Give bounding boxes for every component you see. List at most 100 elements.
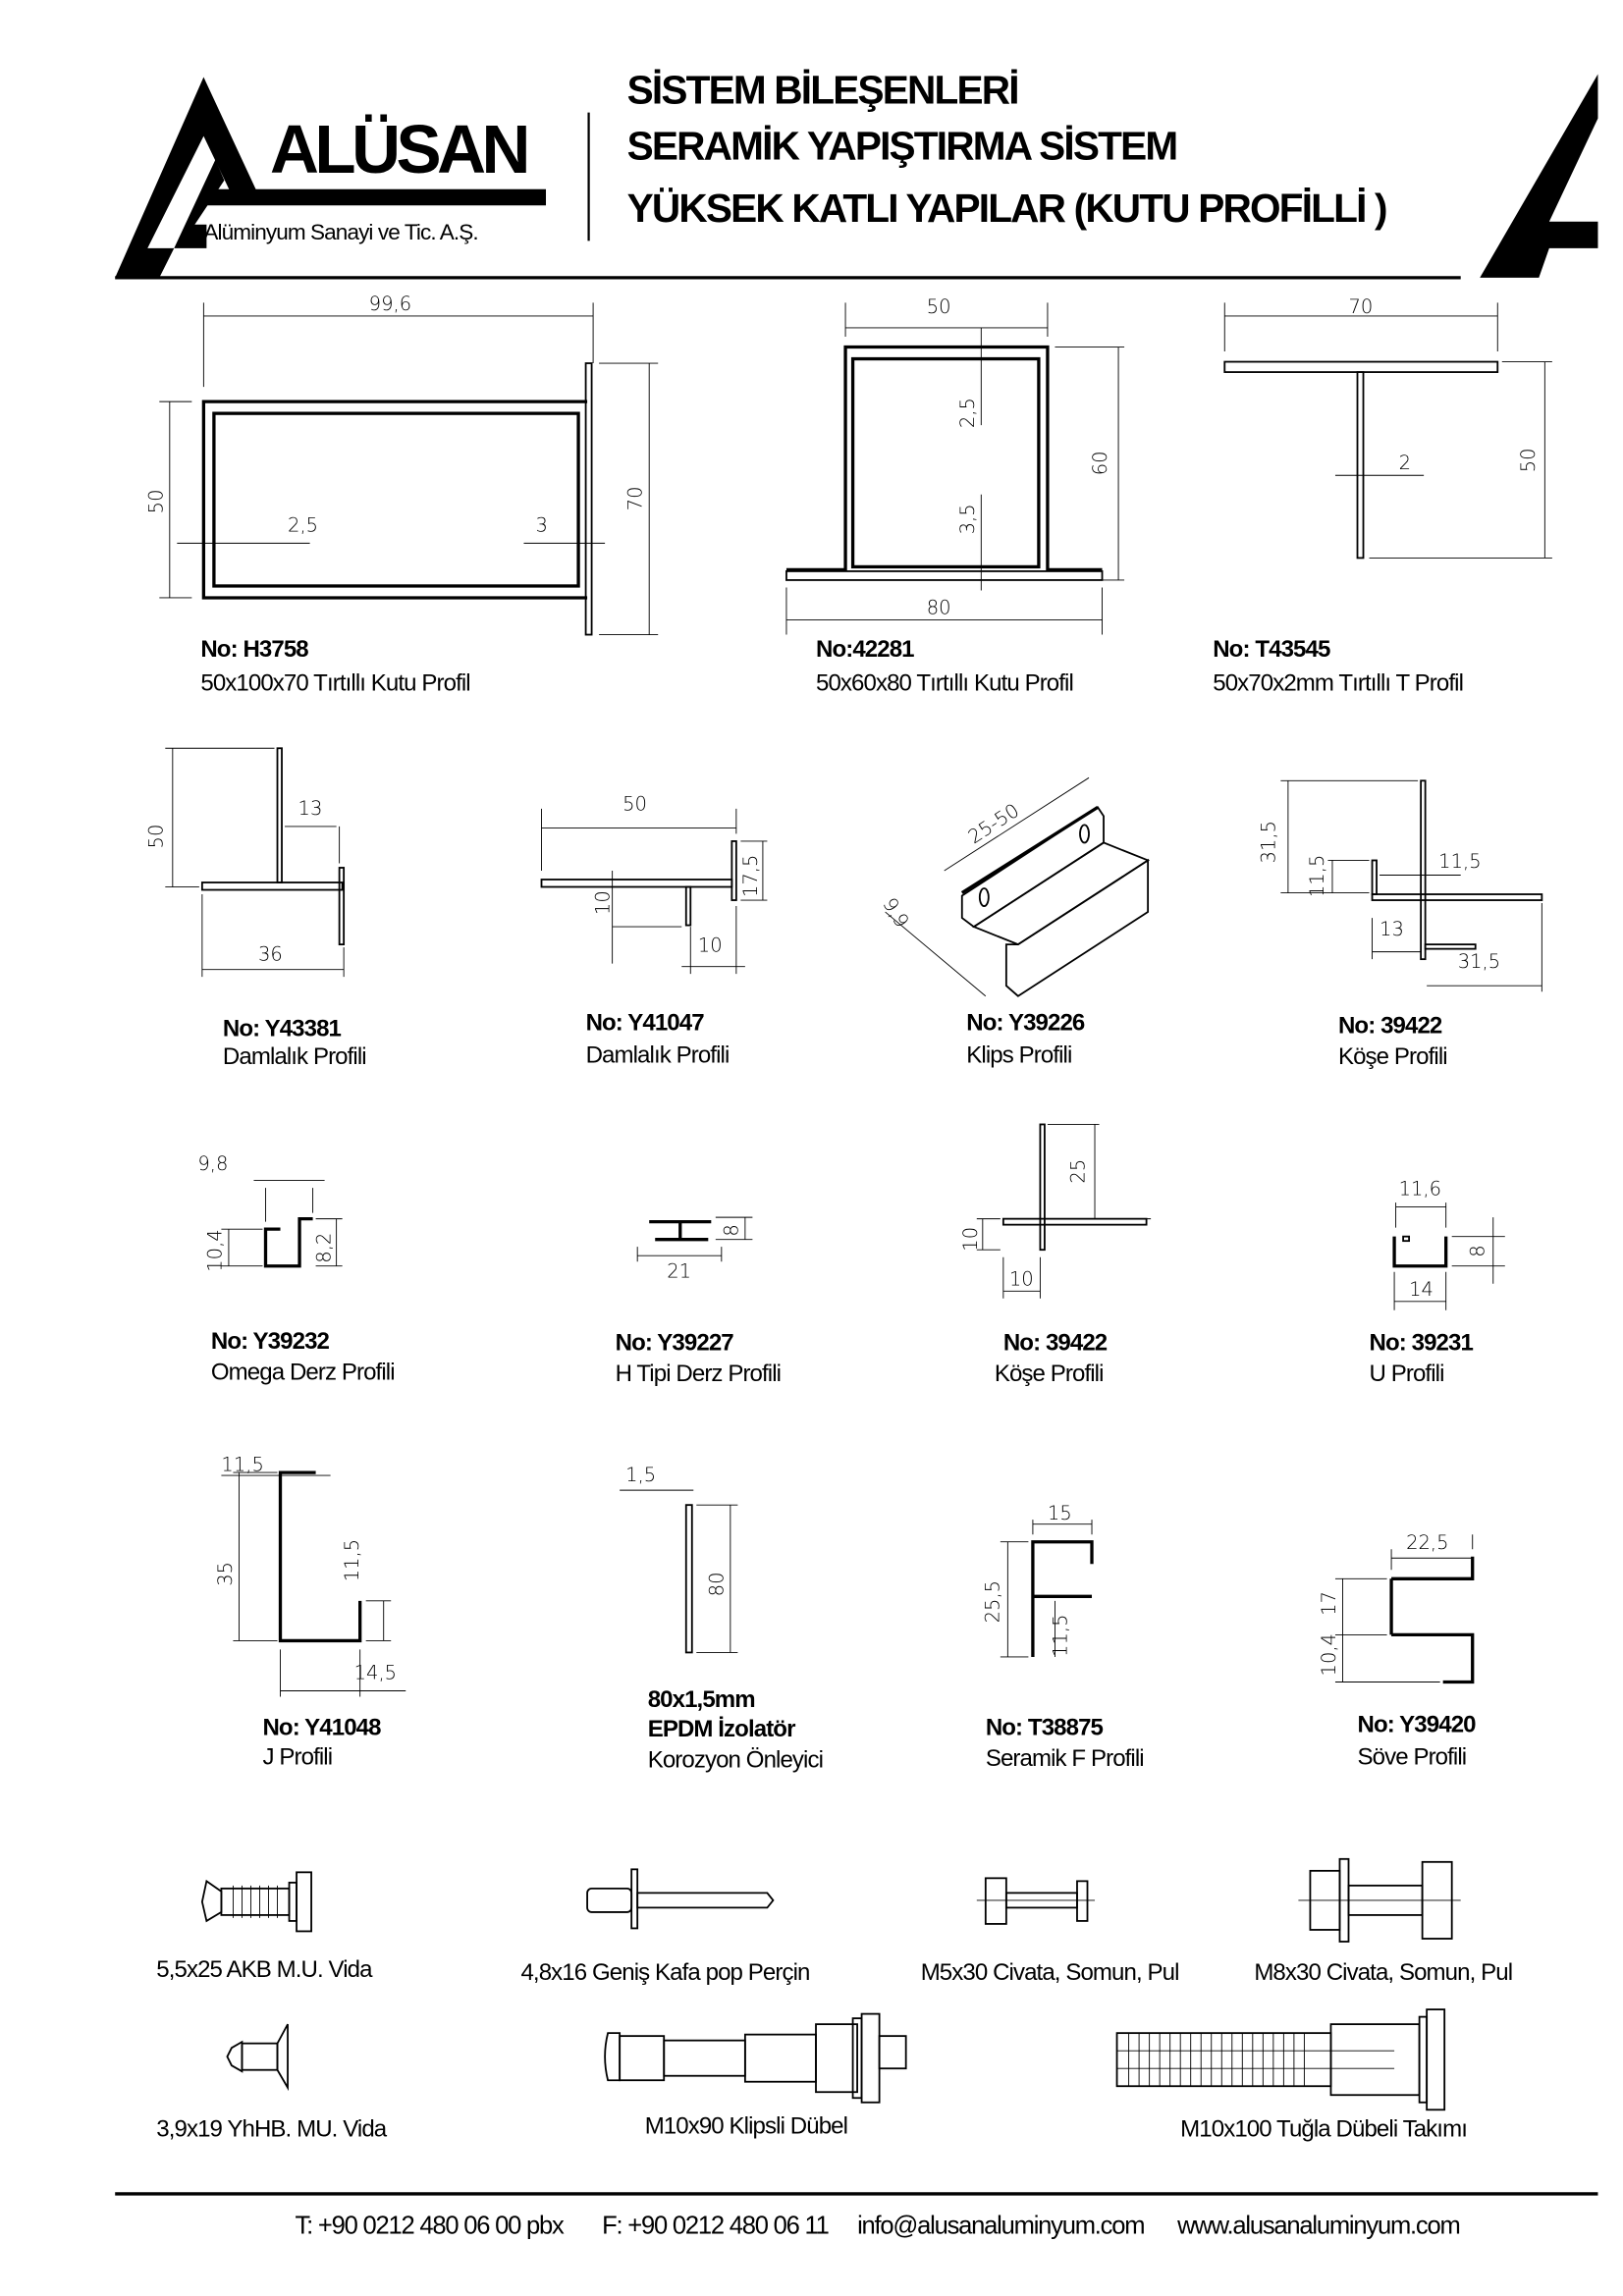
dimension-label: 60 [1089,451,1111,475]
dimension-label: 35 [214,1562,237,1586]
footer-fax: F: +90 0212 480 06 11 [602,2213,829,2240]
dimension-label: 10,4 [1318,1633,1340,1676]
dimension-label: 10 [592,890,615,915]
dimension-label: 13 [298,797,323,820]
fastener-label: M10x90 Klipsli Dübel [645,2112,847,2139]
dimension-label: 36 [258,943,283,966]
fastener-label: 4,8x16 Geniş Kafa pop Perçin [520,1959,809,1986]
footer-website[interactable]: www.alusanaluminyum.com [1176,2213,1461,2240]
dimension-label: 10,4 [203,1229,226,1271]
fastener-label: 5,5x25 AKB M.U. Vida [156,1956,373,1983]
dimension-label: 10 [959,1227,982,1252]
dimension-label: 22,5 [1406,1531,1448,1554]
fastener-label: M10x100 Tuğla Dübeli Takımı [1180,2115,1467,2142]
profile-description: Korozyon Önleyici [648,1747,823,1774]
profile-name: Klips Profili [966,1041,1071,1068]
profile-drawing-39231: 11,6 8 14 [1392,1178,1505,1310]
dimension-label: 8,2 [313,1233,336,1263]
dimension-label: 8 [720,1224,742,1236]
dimension-label: 11,6 [1399,1178,1441,1201]
profile-drawing-y43381: 50 13 36 [144,747,346,978]
dimension-label: 21 [667,1260,691,1283]
dimension-label: 14,5 [354,1661,397,1683]
profile-name: EPDM İzolatör [648,1716,795,1742]
profile-no: No: Y39232 [211,1328,330,1355]
dimension-label: 11,5 [1306,855,1328,897]
fastener-label: M5x30 Civata, Somun, Pul [921,1959,1179,1986]
profile-name: H Tipi Derz Profili [616,1361,781,1387]
dimension-label: 25 [1067,1159,1090,1184]
dimension-label: 14 [1409,1278,1434,1301]
footer-phone: T: +90 0212 480 06 00 pbx [296,2213,565,2240]
profile-no: No: 39422 [1003,1329,1108,1356]
dimension-label: 11,5 [1049,1614,1071,1656]
dimension-label: 2,5 [956,398,979,428]
bolt-m8-drawing [1298,1857,1461,1943]
dimension-label: 2 [1399,452,1411,474]
profile-drawing-y39227: 8 21 [636,1216,753,1283]
dimension-label: 3,5 [956,504,979,534]
fastener-label: 3,9x19 YhHB. MU. Vida [156,2115,388,2142]
dimension-label: 80 [705,1572,728,1596]
logo-subtitle: Alüminyum Sanayi ve Tic. A.Ş. [203,220,477,244]
profile-drawing-t43545: 70 50 2 [1223,295,1552,560]
dimension-label: 8 [1467,1245,1489,1256]
dimension-label: 50 [1517,448,1540,472]
dimension-label: 80 [927,597,951,619]
dimension-label: 99,6 [369,293,411,315]
dimension-label: 17 [1318,1591,1340,1616]
profile-name: J Profili [262,1744,332,1771]
profile-no: No: H3758 [200,636,308,663]
profile-no: No: Y39227 [616,1329,734,1356]
dimension-label: 11,5 [341,1539,363,1581]
logo-name: ALÜSAN [270,111,526,187]
profile-name: Damlalık Profili [586,1041,730,1068]
profile-drawing-39422-a: 31,5 11,5 11,5 13 31,5 [1257,779,1543,992]
footer-email[interactable]: info@alusanaluminyum.com [857,2213,1145,2240]
profile-name: Köşe Profili [995,1361,1104,1387]
profile-no: No: Y41048 [262,1715,381,1741]
dimension-label: 11,5 [221,1454,263,1476]
dimension-label: 25,5 [981,1580,1003,1623]
dimension-label: 50 [144,489,167,513]
dimension-label: 9,9 [878,894,913,933]
profile-drawing-y41048: 11,5 35 11,5 14,5 [214,1454,406,1697]
logo-watermark-partial [1480,74,1598,278]
profile-no: No: Y43381 [223,1015,342,1041]
title-line-1: SİSTEM BİLEŞENLERİ [627,68,1018,113]
dimension-label: 31,5 [1257,821,1279,863]
profile-name: 50x70x2mm Tırtıllı T Profil [1213,670,1463,697]
profile-drawing-y39232: 9,8 10,4 8,2 [197,1152,343,1272]
profile-drawing-y39226: 25-50 9,9 [878,776,1151,997]
screw-akb-drawing [200,1871,312,1933]
profile-name: Damlalık Profili [223,1043,366,1070]
dimension-label: 9,8 [197,1152,228,1175]
pop-rivet-drawing [586,1868,775,1930]
profile-drawing-y39420: 22,5 17 10,4 [1318,1531,1475,1684]
clip-anchor-drawing [604,2012,907,2104]
bolt-m5-drawing [976,1877,1096,1925]
profile-name: Omega Derz Profili [211,1359,395,1385]
dimension-label: 15 [1048,1502,1072,1524]
profile-drawing-39422-b: 25 10 10 [959,1123,1152,1299]
profile-name: 50x100x70 Tırtıllı Kutu Profil [200,670,469,697]
profile-no: No: 39231 [1370,1329,1474,1356]
profile-drawing-t38875: 15 25,5 11,5 [981,1502,1094,1658]
profile-no: No: Y41047 [586,1009,705,1036]
dimension-label: 1,5 [625,1464,656,1486]
profile-no: No: T38875 [986,1715,1104,1741]
brick-anchor-drawing [1115,2008,1446,2111]
dimension-label: 70 [1348,295,1373,318]
dimension-label: 2,5 [288,513,318,536]
title-line-2: SERAMİK YAPIŞTIRMA SİSTEM [627,124,1177,169]
screw-yhhb-drawing [226,2023,289,2092]
profile-no: 80x1,5mm [648,1686,755,1713]
profile-drawing-y41047: 50 17,5 10 10 [540,792,768,975]
dimension-label: 10 [1009,1267,1034,1290]
profile-no: No:42281 [816,636,914,663]
profile-name: Köşe Profili [1338,1043,1447,1070]
company-logo: ALÜSAN Alüminyum Sanayi ve Tic. A.Ş. [115,77,547,278]
title-line-3: YÜKSEK KATLI YAPILAR (KUTU PROFİLLİ ) [627,186,1386,231]
profile-name: U Profili [1370,1361,1444,1387]
